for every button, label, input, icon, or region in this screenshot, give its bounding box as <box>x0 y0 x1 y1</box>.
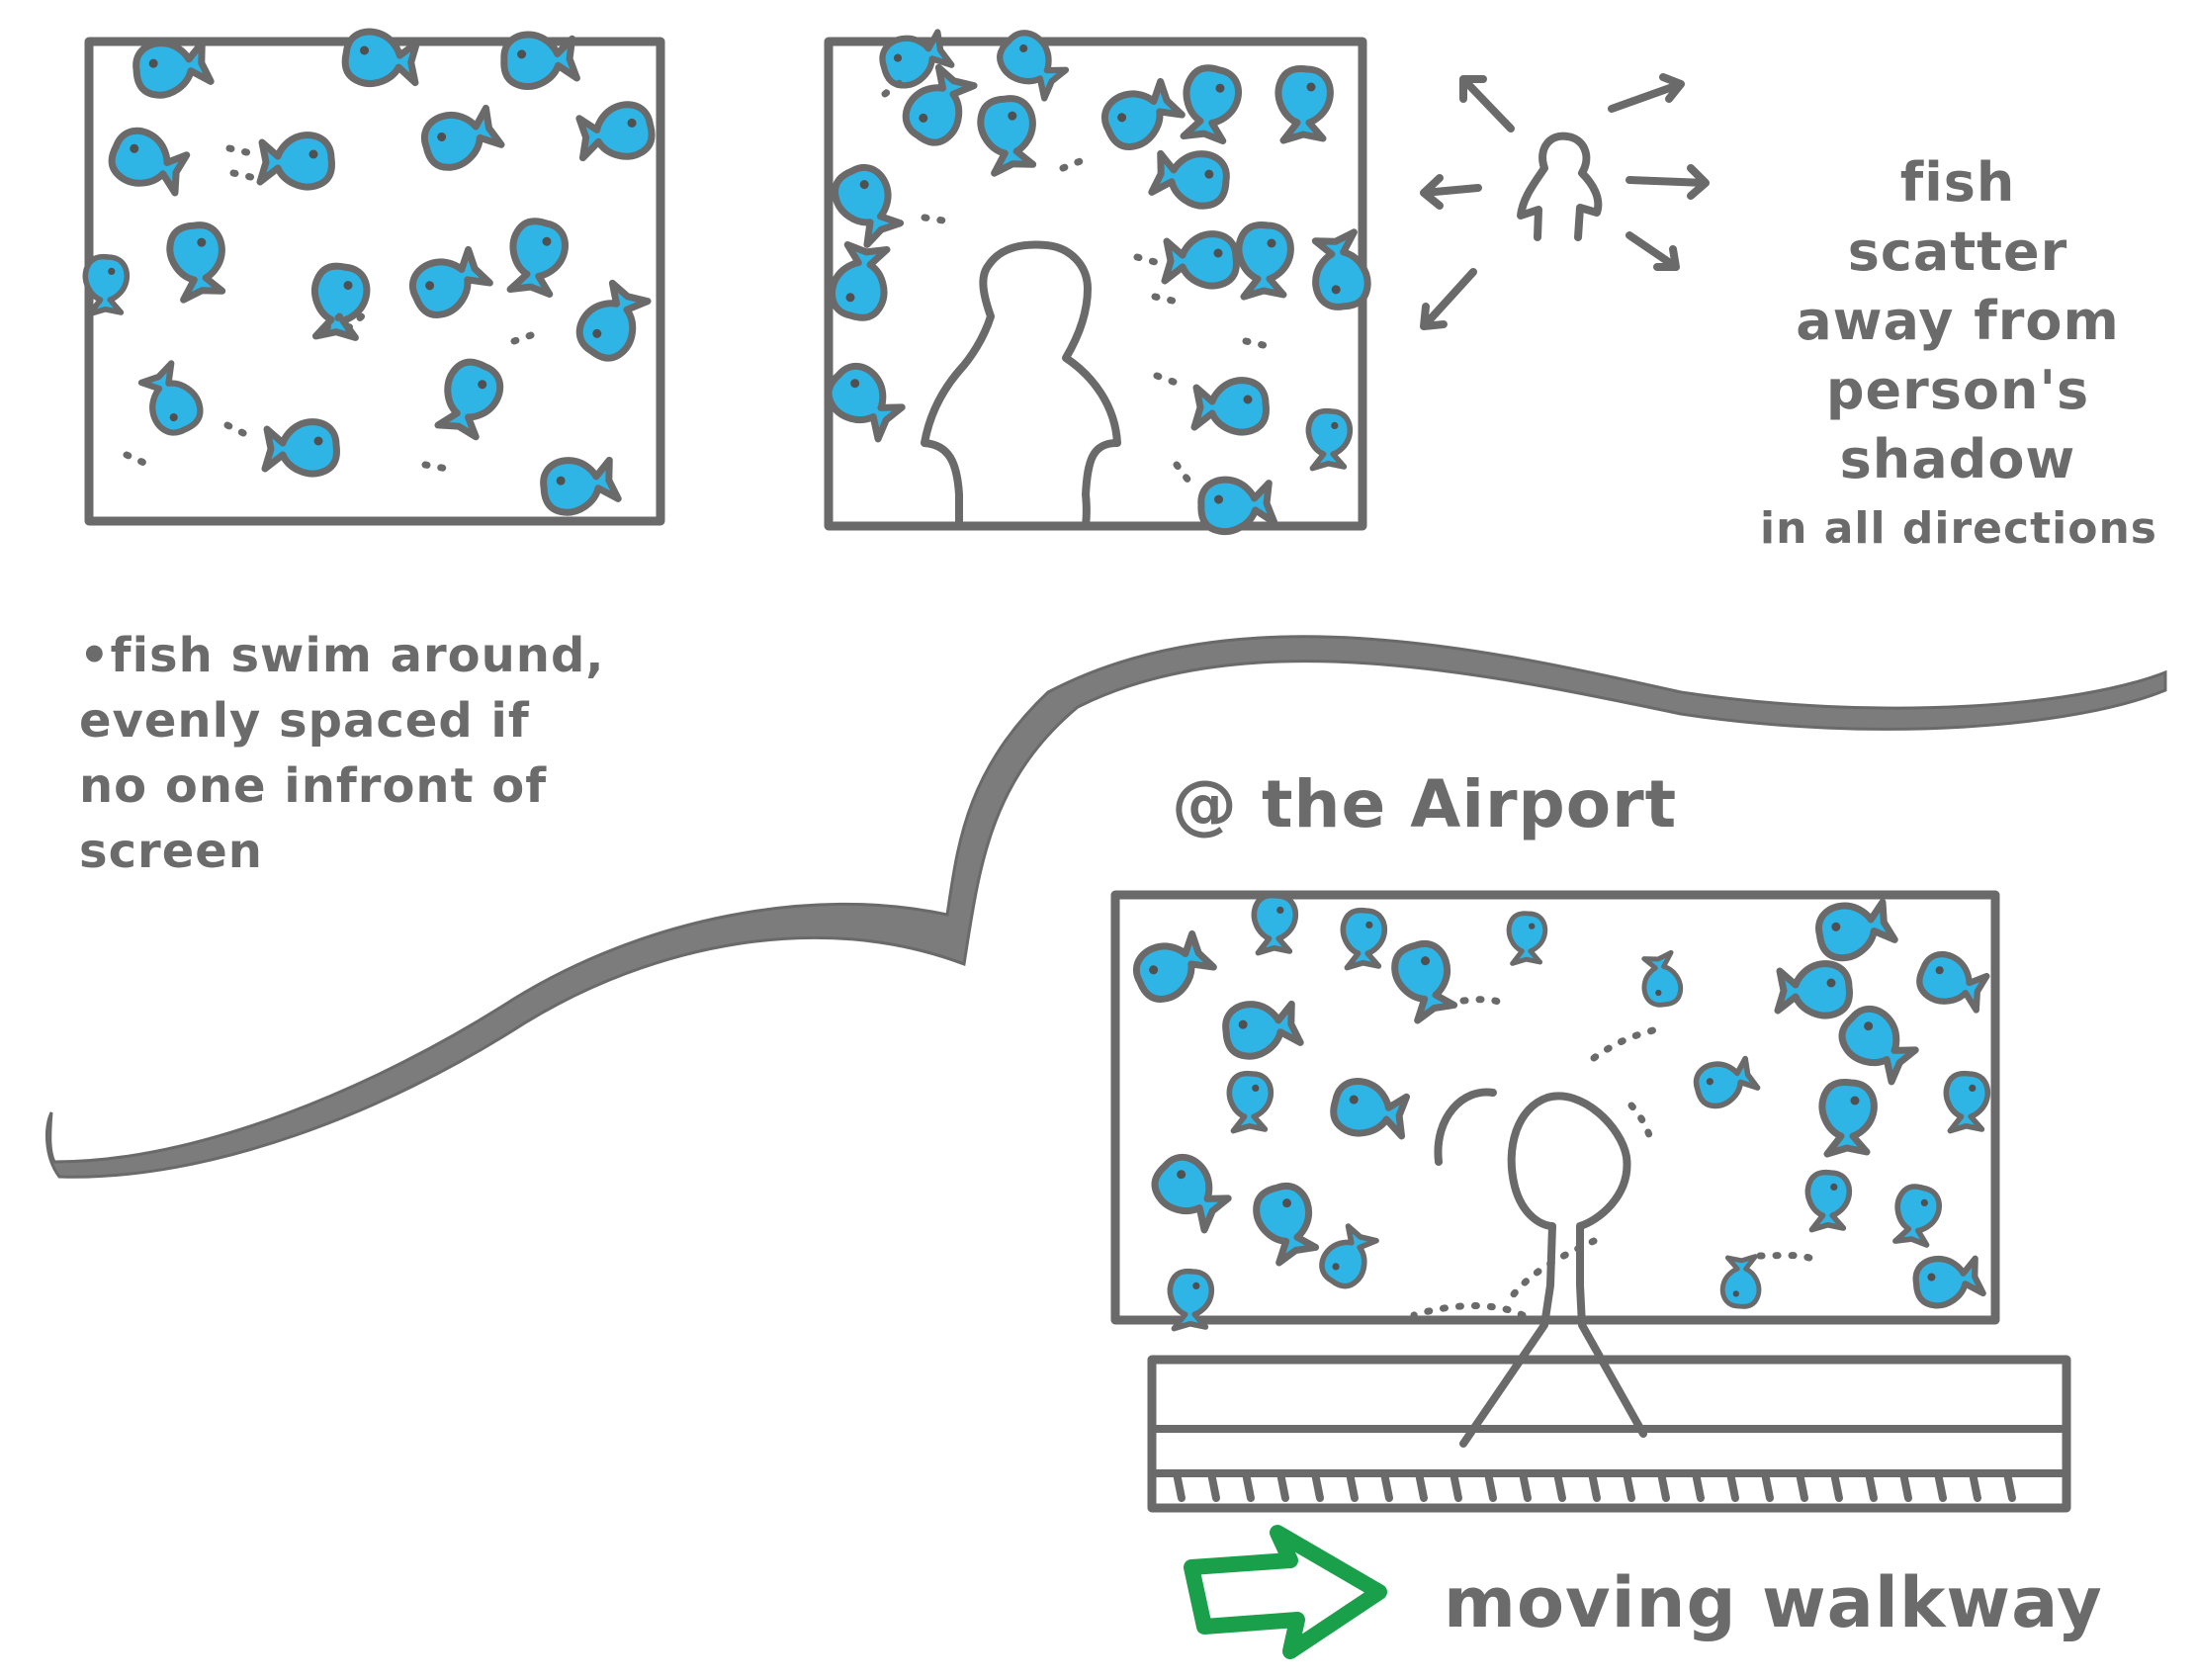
fish-school-airport <box>1128 895 1990 1329</box>
panel-person-screen <box>820 25 1371 534</box>
airport-label: @ the Airport <box>1172 766 1678 842</box>
idle-note-line-1: •fish swim around, <box>79 628 605 683</box>
person-silhouette <box>921 240 1121 530</box>
fish-school-idle <box>85 30 655 516</box>
idle-note-line-2: evenly spaced if <box>79 693 530 749</box>
idle-note-line-4: screen <box>79 824 263 879</box>
idle-note-line-3: no one infront of <box>79 758 548 814</box>
idle-note: •fish swim around, evenly spaced if no o… <box>79 623 605 884</box>
walking-person <box>1434 1088 1647 1448</box>
scatter-note-line-6: in all directions <box>1760 503 2157 554</box>
walkway-rail <box>1147 1355 2071 1513</box>
walkway-label: moving walkway <box>1444 1562 2103 1643</box>
scatter-note-line-5: shadow <box>1839 428 2076 490</box>
walkway-direction-arrow <box>1184 1525 1387 1659</box>
scatter-diagram <box>1420 73 1710 330</box>
scatter-note-line-3: away from <box>1796 290 2120 352</box>
panel-idle-screen <box>84 30 665 526</box>
section-divider <box>45 635 2167 1179</box>
scatter-note-line-4: person's <box>1825 359 2090 421</box>
scatter-arrows <box>1420 73 1710 330</box>
scatter-note-line-1: fish <box>1899 151 2016 214</box>
screen-frame-airport <box>1110 890 2000 1325</box>
scatter-note: fish scatter away from person's shadow i… <box>1760 148 2157 564</box>
small-person-icon <box>1517 132 1603 241</box>
moving-walkway <box>1147 1355 2071 1513</box>
scatter-note-line-2: scatter <box>1847 221 2068 283</box>
screen-frame-idle <box>84 37 665 526</box>
airport-scene <box>1110 890 2071 1659</box>
